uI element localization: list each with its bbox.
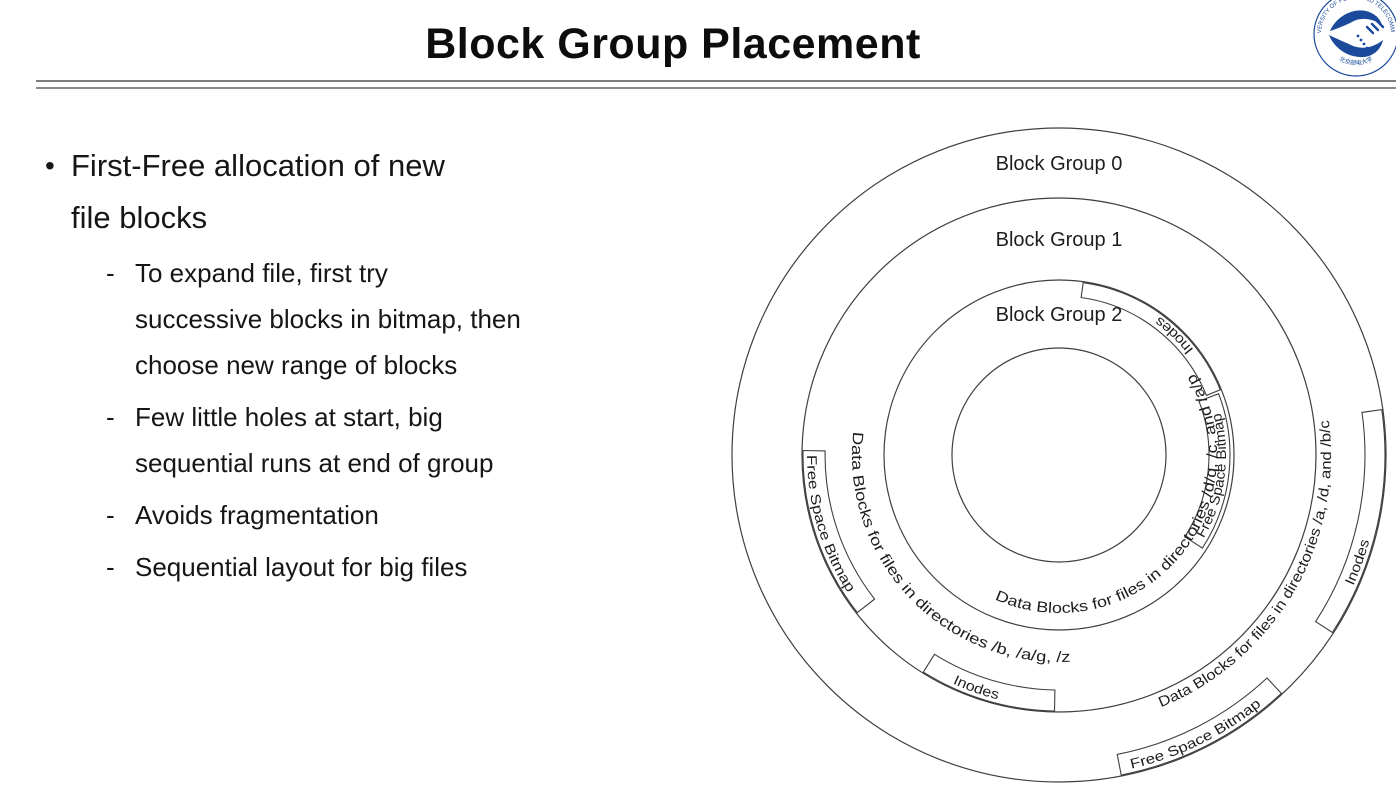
block-group-2-circle: [883, 279, 1235, 631]
bg2-data-blocks-text: Data Blocks for files in directories /d/…: [993, 371, 1221, 617]
swan-icon: [1329, 10, 1385, 58]
title-rule-bottom: [36, 87, 1396, 89]
bullet-marker: •: [45, 150, 55, 181]
sub-bullet-item: -Avoids fragmentation: [106, 492, 700, 538]
block-group-1-circle: [801, 197, 1317, 713]
bg0-inodes-segment: [1314, 408, 1386, 634]
title-rule-top: [36, 80, 1396, 82]
bullet-marker: -: [106, 552, 115, 582]
bg1-data-blocks-text: Data Blocks for files in directories /b,…: [848, 431, 1071, 666]
university-logo: BEIJING UNIVERSITY OF POSTS AND TELECOMM…: [1313, 0, 1396, 77]
bullet-marker: -: [106, 402, 115, 432]
slide-title: Block Group Placement: [425, 20, 921, 68]
bg1-free-space-bitmap-segment: [802, 449, 876, 614]
bg1-inodes-segment: [922, 653, 1056, 712]
bullet-marker: -: [106, 500, 115, 530]
center-circle: [951, 347, 1167, 563]
bullet-text: Avoids fragmentation: [135, 500, 379, 530]
bg0-free-space-bitmap-segment: [1116, 677, 1283, 776]
block-group-diagram: Block Group 0 Block Group 1 Block Group …: [731, 127, 1387, 783]
bg0-label: Block Group 0: [996, 153, 1123, 175]
block-group-0-circle: [731, 127, 1387, 783]
bg2-label: Block Group 2: [996, 304, 1123, 326]
bg1-label: Block Group 1: [996, 229, 1123, 251]
bg2-free-space-bitmap-segment: [1184, 392, 1231, 549]
bg2-inodes-segment: [1080, 282, 1222, 397]
bg2-inodes-text: Inodes: [1151, 314, 1196, 358]
bullet-text: Sequential layout for big files: [135, 552, 468, 582]
bullet-marker: -: [106, 258, 115, 288]
bg0-free-space-bitmap-text: Free Space Bitmap: [1128, 695, 1263, 772]
sub-bullet-item: -Sequential layout for big files: [106, 544, 700, 590]
